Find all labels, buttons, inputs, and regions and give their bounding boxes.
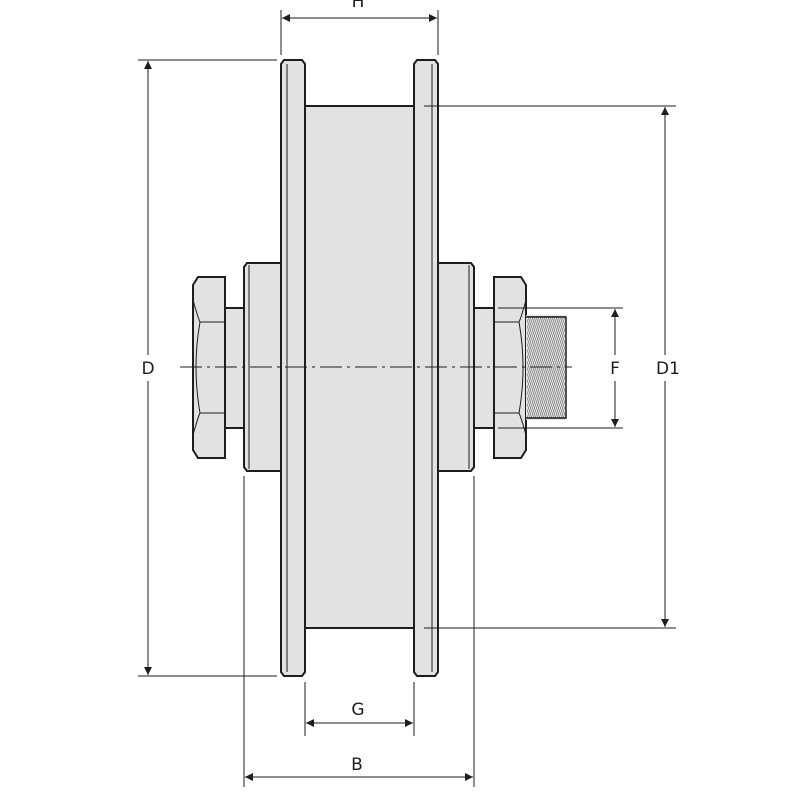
right-spacer [437,262,475,472]
label-D: D [141,359,155,379]
label-B: B [351,755,363,775]
label-G: G [351,700,365,720]
dimension-D1 [424,105,676,629]
right-flange [413,59,439,677]
label-H: H [351,0,365,12]
dimension-H [280,10,439,55]
dimension-G [304,682,415,736]
left-shaft [223,307,245,429]
label-D1: D1 [656,359,680,379]
label-F: F [610,359,620,379]
dimension-F [498,307,623,429]
dimension-D [138,59,277,677]
left-flange [280,59,306,677]
right-shaft [473,307,495,429]
dimension-B [243,476,475,787]
